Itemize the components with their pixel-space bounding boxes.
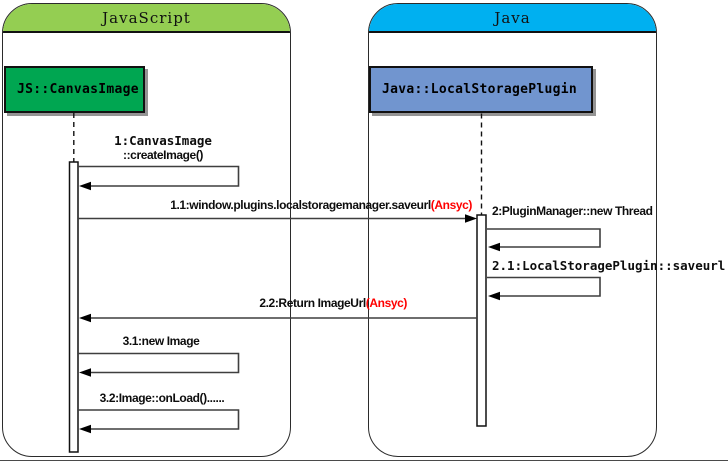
message-label-return-imageurl-text: 2.2:Return ImageUrl [259, 296, 366, 310]
message-line-create-image [78, 165, 240, 187]
message-label-create-image-line1: 1:CanvasImage [114, 133, 212, 148]
message-label-saveurl-call-async: (Ansyc) [430, 198, 473, 212]
activation-bar-js [68, 161, 79, 453]
message-label-plugin-saveurl: 2.1:LocalStoragePlugin::saveurl [492, 258, 726, 273]
frame-javascript-title: JavaScript [102, 8, 191, 27]
actor-java-localstorageplugin-label: Java::LocalStoragePlugin [382, 82, 578, 97]
actor-js-canvasimage: JS::CanvasImage [4, 66, 145, 113]
screenshot-bottom-edge [0, 460, 728, 461]
message-label-return-imageurl: 2.2:Return ImageUrl(Ansyc) [230, 296, 407, 310]
arrowhead-onload [79, 424, 91, 434]
frame-java: Java [368, 3, 657, 457]
message-line-new-image [78, 352, 240, 374]
actor-js-canvasimage-label: JS::CanvasImage [17, 82, 139, 97]
frame-javascript-header: JavaScript [3, 4, 290, 33]
message-label-saveurl-call-text: 1.1:window.plugins.localstoragemanager.s… [170, 198, 431, 212]
arrowhead-new-image [79, 368, 91, 377]
arrowhead-return-imageurl [79, 313, 91, 323]
arrowhead-plugin-saveurl [488, 291, 500, 301]
message-label-saveurl-call: 1.1:window.plugins.localstoragemanager.s… [158, 198, 472, 212]
frame-java-title: Java [494, 8, 531, 27]
frame-java-header: Java [369, 4, 656, 33]
message-label-return-imageurl-async: (Ansyc) [365, 296, 408, 310]
message-label-new-image: 3.1:new Image [122, 334, 200, 348]
message-label-create-image: 1:CanvasImage ::createImage() [78, 133, 248, 163]
message-label-new-thread: 2:PluginManager::new Thread [492, 204, 653, 218]
message-line-new-thread [487, 228, 601, 248]
arrowhead-create-image [79, 181, 91, 191]
arrowhead-saveurl-call [465, 214, 477, 223]
message-line-onload [78, 409, 240, 430]
message-label-onload: 3.2:Image::onLoad()...... [99, 391, 225, 405]
activation-bar-java [476, 214, 487, 427]
message-line-plugin-saveurl [487, 276, 601, 297]
arrowhead-new-thread [488, 242, 500, 252]
actor-java-localstorageplugin: Java::LocalStoragePlugin [369, 66, 593, 113]
message-label-create-image-line2: ::createImage() [122, 148, 204, 162]
